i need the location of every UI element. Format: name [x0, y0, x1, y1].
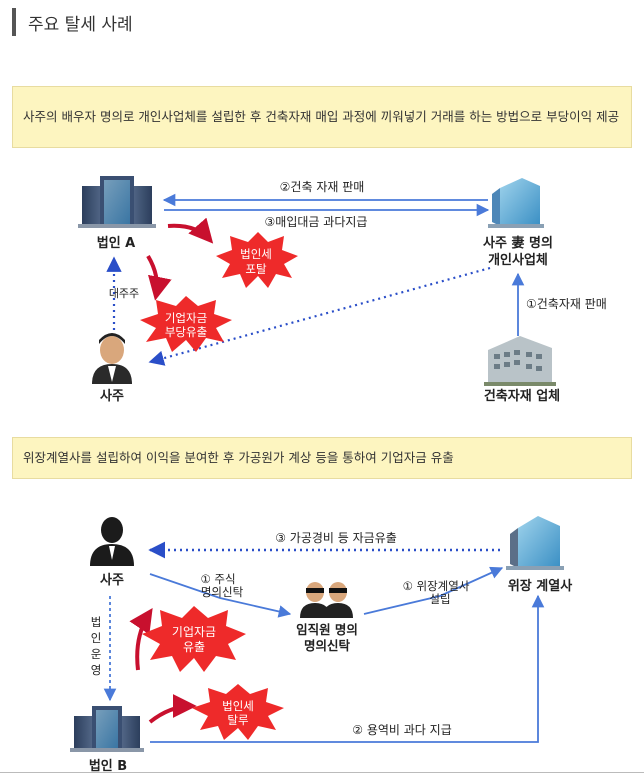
case1-step2-label: ②건축 자재 판매: [280, 180, 365, 194]
spouse-business-label-line1: 사주 妻 명의: [483, 235, 553, 251]
case2-arrow-step1b: [363, 566, 504, 615]
case2-burst-tax-line1: 법인세: [222, 699, 254, 713]
case2-burst-tax-line2: 탈루: [227, 713, 248, 727]
case2-operate-char2: 인: [91, 631, 102, 645]
case1-shareholder-label: 대주주: [109, 287, 139, 300]
case1-burst-tax-evasion: 법인세 포탈: [216, 232, 298, 288]
case1-burst-funds-outflow: 기업자금 부당유출: [140, 296, 232, 352]
corp-a-building-icon: [78, 176, 156, 228]
case1-burst-tax-line2: 포탈: [245, 262, 267, 276]
owner-label: 사주: [100, 388, 124, 404]
case2-red-arrow-funds: [129, 608, 153, 671]
case2-step1b-line2: 설립: [429, 592, 450, 606]
affiliate-label: 위장 계열사: [508, 578, 572, 594]
owner-person-icon: [92, 333, 132, 384]
case2-burst-funds-line1: 기업자금: [172, 625, 216, 639]
corp-b-building-icon: [70, 706, 144, 752]
case2-step1a-line2: 명의신탁: [201, 585, 244, 599]
case2-arrow-step2: [150, 594, 545, 743]
trust-label-line2: 명의신탁: [304, 638, 351, 653]
case1-red-arrow-funds: [146, 254, 172, 301]
case1-burst-funds-line2: 부당유출: [165, 325, 207, 339]
case2-burst-funds-outflow: 기업자금 유출: [142, 606, 246, 672]
case1-red-arrow-tax: [167, 217, 214, 244]
page-title: 주요 탈세 사례: [28, 15, 133, 35]
spouse-business-building-icon: [488, 178, 544, 228]
case2-description: 위장계열사를 설립하여 이익을 분여한 후 가공원가 계상 등을 통하여 기업자…: [12, 437, 632, 479]
corp-a-label: 법인 A: [97, 235, 136, 251]
case2-burst-tax-evasion: 법인세 탈루: [192, 684, 284, 740]
case2-step2-label: ② 용역비 과다 지급: [352, 723, 451, 737]
case1-step3-label: ③매입대금 과다지급: [265, 215, 368, 229]
case2-description-text: 위장계열사를 설립하여 이익을 분여한 후 가공원가 계상 등을 통하여 기업자…: [23, 450, 454, 465]
trust-label-line1: 임직원 명의: [296, 622, 358, 637]
employees-people-icon: [300, 582, 353, 618]
case2-step3-label: ③ 가공경비 등 자금유출: [275, 531, 397, 545]
case2-step1a-line1: ① 주식: [200, 572, 235, 586]
affiliate-building-icon: [506, 516, 564, 570]
bottom-divider: [0, 772, 644, 773]
supplier-building-icon: [484, 336, 556, 386]
case2-step1b-line1: ① 위장계열사: [403, 579, 470, 593]
supplier-label: 건축자재 업체: [484, 388, 560, 404]
case1-step1-label: ①건축자재 판매: [526, 297, 607, 311]
case2-owner-person-icon: [90, 517, 134, 566]
title-accent-bar: [12, 8, 16, 36]
spouse-business-label-line2: 개인사업체: [488, 252, 548, 268]
case2-operate-char4: 영: [91, 663, 102, 677]
case1-burst-funds-line1: 기업자금: [165, 311, 207, 325]
corp-b-label: 법인 B: [89, 758, 127, 774]
case1-description: 사주의 배우자 명의로 개인사업체를 설립한 후 건축자재 매입 과정에 끼워넣…: [12, 86, 632, 148]
case1-burst-tax-line1: 법인세: [240, 247, 272, 261]
case2-burst-funds-line2: 유출: [183, 640, 205, 654]
case2-red-arrow-tax: [148, 694, 197, 724]
case2-arrow-step1a: [149, 573, 292, 618]
case2-operate-char1: 법: [91, 615, 102, 629]
case2-operate-char3: 운: [91, 647, 102, 661]
case1-description-text: 사주의 배우자 명의로 개인사업체를 설립한 후 건축자재 매입 과정에 끼워넣…: [23, 109, 620, 124]
case2-owner-label: 사주: [100, 572, 124, 588]
